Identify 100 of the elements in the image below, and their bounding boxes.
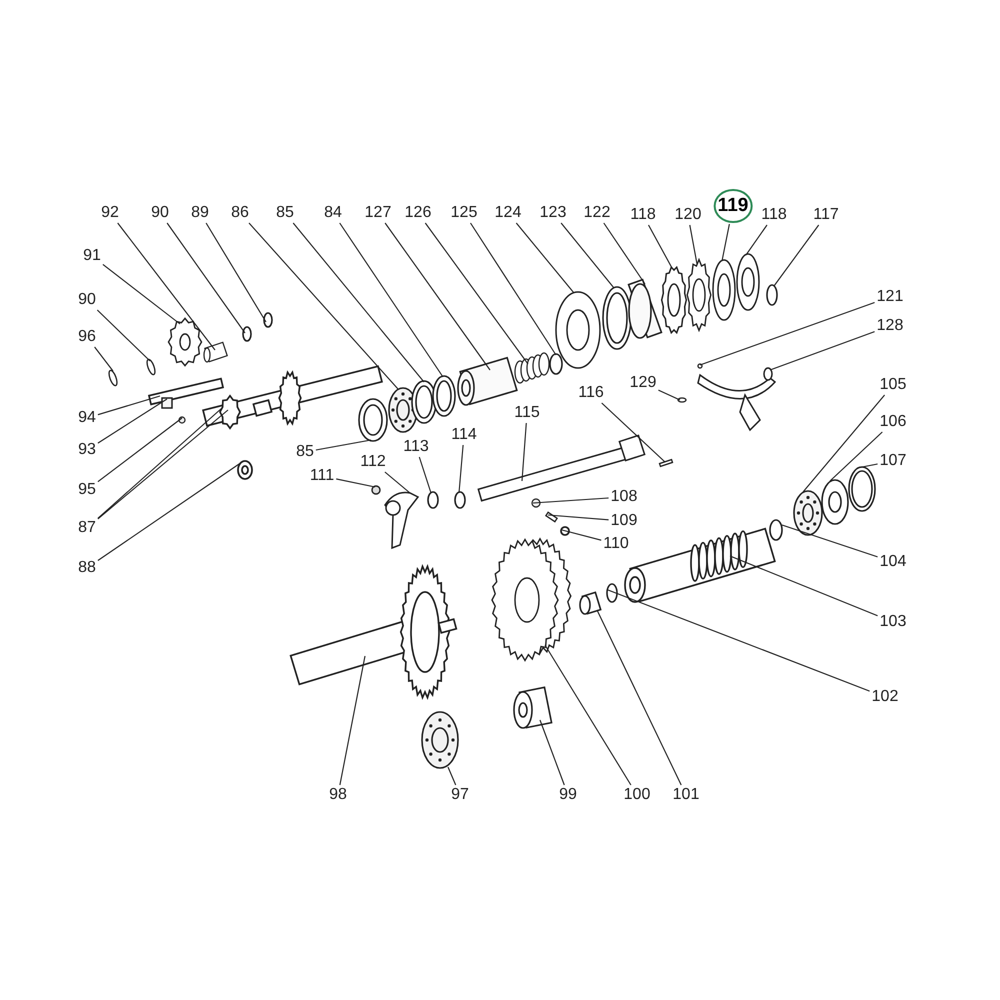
callout-number: 88 bbox=[77, 559, 97, 577]
leader-line bbox=[658, 390, 680, 400]
leader-line bbox=[98, 398, 168, 444]
leader-line bbox=[292, 222, 424, 382]
ring-part bbox=[602, 286, 632, 350]
callout-number: 121 bbox=[876, 288, 904, 306]
leader-line bbox=[102, 264, 180, 324]
callout-number: 100 bbox=[622, 786, 652, 804]
disc-part bbox=[736, 253, 760, 311]
leader-line bbox=[384, 472, 410, 494]
callout-number: 117 bbox=[812, 206, 840, 224]
hub-part bbox=[628, 278, 662, 339]
leader-line bbox=[596, 610, 682, 786]
callout-number: 91 bbox=[82, 247, 102, 265]
callout-number: 111 bbox=[308, 467, 336, 485]
callout-number: 107 bbox=[878, 452, 908, 470]
nut-part bbox=[560, 526, 570, 536]
leader-line bbox=[98, 395, 160, 416]
disc-part bbox=[660, 266, 688, 334]
leader-line bbox=[336, 478, 376, 488]
callout-number: 115 bbox=[513, 404, 541, 422]
callout-number: 112 bbox=[359, 453, 387, 471]
callout-number: 127 bbox=[364, 204, 392, 222]
leader-line bbox=[648, 224, 672, 268]
leader-line bbox=[98, 418, 182, 482]
callout-number: 85 bbox=[295, 443, 315, 461]
block-part bbox=[161, 397, 173, 409]
leader-line bbox=[770, 331, 875, 371]
ring-part bbox=[242, 326, 252, 342]
ball-part bbox=[178, 416, 186, 424]
callout-number: 103 bbox=[878, 613, 908, 631]
leader-line bbox=[746, 224, 768, 256]
leader-line bbox=[560, 222, 614, 288]
leader-line bbox=[782, 524, 878, 558]
disc-part bbox=[555, 291, 601, 369]
leader-line bbox=[98, 462, 242, 561]
leader-line bbox=[700, 302, 875, 366]
bearing-part bbox=[793, 490, 823, 536]
shaft-part bbox=[290, 564, 458, 700]
callout-number: 106 bbox=[878, 413, 908, 431]
ring-part bbox=[766, 284, 778, 306]
callout-number: 120 bbox=[674, 206, 702, 224]
leader-line bbox=[166, 222, 246, 334]
leader-line bbox=[448, 766, 456, 786]
callout-number: 124 bbox=[494, 204, 522, 222]
leader-line bbox=[384, 222, 490, 370]
fork-part bbox=[384, 492, 419, 549]
hub-part bbox=[457, 356, 518, 406]
leader-line bbox=[516, 222, 574, 294]
callout-number: 98 bbox=[328, 786, 348, 804]
callout-number: 84 bbox=[323, 204, 343, 222]
callout-number: 94 bbox=[77, 409, 97, 427]
pin-part bbox=[146, 358, 156, 376]
pin-part bbox=[544, 511, 558, 523]
callout-number: 86 bbox=[230, 204, 250, 222]
leader-line bbox=[94, 346, 114, 372]
ring-part bbox=[821, 479, 849, 525]
ring-part bbox=[358, 398, 388, 442]
shaft-part bbox=[148, 378, 224, 406]
leader-line bbox=[316, 439, 372, 451]
leader-line bbox=[539, 720, 565, 786]
pin-part bbox=[697, 363, 703, 369]
callout-number: 118 bbox=[760, 206, 788, 224]
callout-number: 128 bbox=[876, 317, 904, 335]
disc-part bbox=[712, 259, 736, 321]
bush-part bbox=[579, 591, 602, 615]
pin-part bbox=[108, 370, 118, 386]
leader-line bbox=[339, 222, 444, 378]
callout-number: 90 bbox=[150, 204, 170, 222]
rod-part bbox=[477, 434, 646, 502]
ring-part bbox=[432, 375, 456, 417]
leader-line bbox=[548, 514, 609, 520]
gear-part bbox=[686, 258, 712, 332]
fork-part bbox=[697, 367, 776, 432]
ring-part bbox=[454, 491, 466, 509]
nut-part bbox=[237, 460, 253, 480]
leader-line bbox=[206, 222, 266, 322]
leader-line bbox=[601, 402, 666, 462]
callout-number: 104 bbox=[878, 553, 908, 571]
callout-number: 114 bbox=[450, 426, 478, 444]
callout-number: 90 bbox=[77, 291, 97, 309]
leader-line bbox=[339, 656, 366, 786]
leader-line bbox=[730, 556, 878, 616]
callout-number: 118 bbox=[629, 206, 657, 224]
callout-number: 119 bbox=[714, 189, 752, 223]
leader-line bbox=[544, 644, 632, 786]
leader-line bbox=[830, 432, 883, 482]
pin-part bbox=[658, 458, 674, 468]
callout-number: 113 bbox=[402, 438, 430, 456]
spring-part bbox=[514, 352, 550, 384]
callout-number: 129 bbox=[628, 374, 658, 392]
leader-line bbox=[689, 224, 698, 264]
callout-number: 92 bbox=[100, 204, 120, 222]
callout-number: 110 bbox=[602, 535, 630, 553]
spring-part bbox=[203, 342, 228, 363]
ring-part bbox=[549, 353, 563, 375]
leader-line bbox=[521, 422, 527, 482]
leader-line bbox=[117, 222, 216, 350]
bush-part bbox=[513, 686, 552, 729]
leader-line bbox=[532, 497, 609, 504]
